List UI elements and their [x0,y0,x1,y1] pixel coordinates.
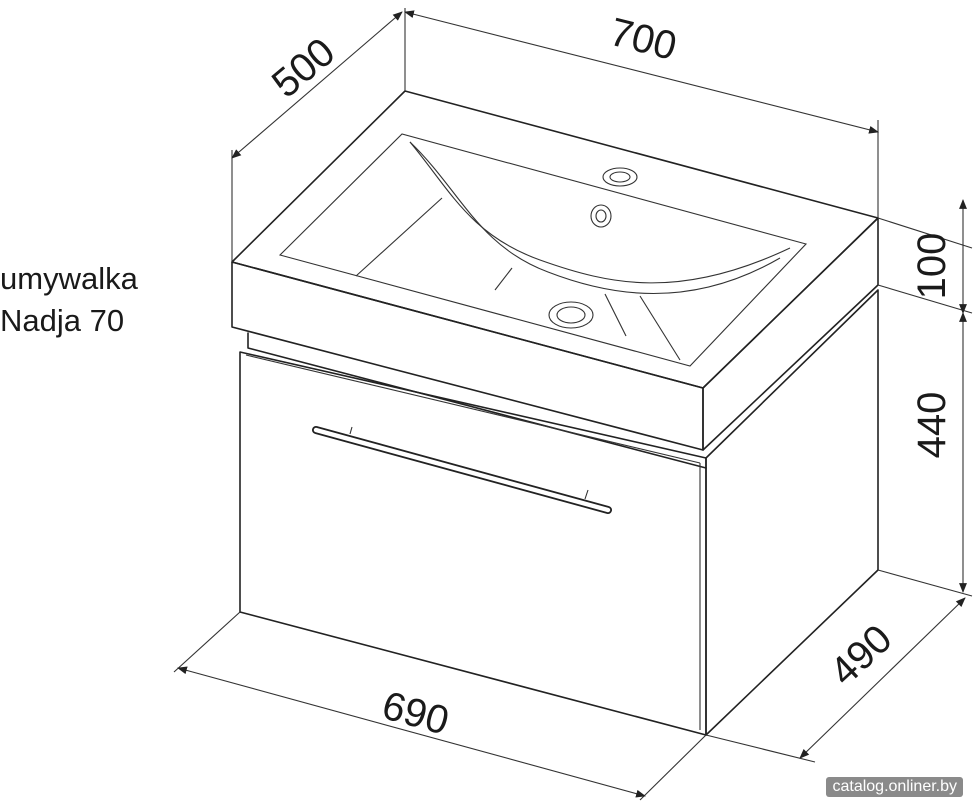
product-label: umywalka Nadja 70 [0,258,138,342]
cabinet-outline [239,289,879,736]
dimension-cabinet-width: 690 [173,611,707,801]
drawer-handle [312,426,612,514]
dimension-label-700: 700 [605,10,681,69]
source-watermark: catalog.onliner.by [826,777,963,797]
dimension-label-500: 500 [264,30,343,107]
dimension-cabinet-height: 440 [877,312,973,597]
dimension-label-440: 440 [910,392,954,459]
dimension-basin-height: 100 [877,199,973,314]
dimension-width-top: 700 [404,8,879,218]
dimension-label-490: 490 [822,617,901,695]
product-model: Nadja 70 [0,303,125,338]
dimension-label-100: 100 [910,233,954,300]
dimension-cabinet-depth: 490 [705,597,966,763]
basin-outline [231,90,879,451]
dimension-label-690: 690 [377,683,453,743]
product-type: umywalka [0,261,138,296]
dimension-depth-top: 500 [231,11,403,262]
